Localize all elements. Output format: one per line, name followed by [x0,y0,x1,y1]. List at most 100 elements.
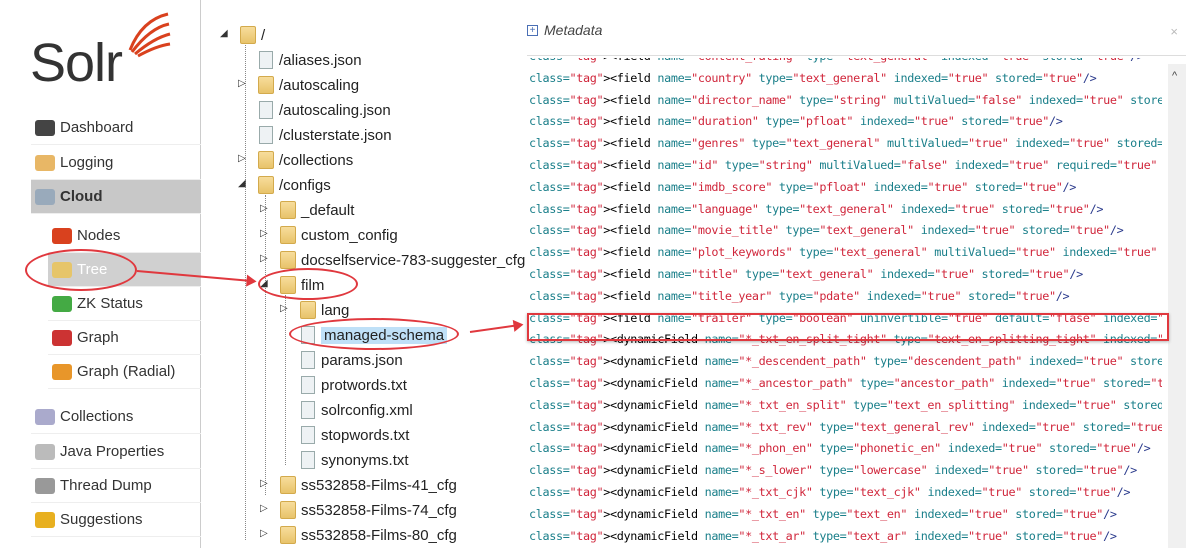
expand-toggle-icon[interactable]: ▷ [260,478,268,489]
tree-node[interactable]: params.json [300,349,403,371]
collapse-toggle-icon[interactable]: ◢ [238,178,246,189]
code-line: class="tag"><field name="title" type="te… [529,266,1083,281]
file-icon [301,351,315,369]
tree-node-label: synonyms.txt [321,451,409,469]
expand-toggle-icon[interactable]: ▷ [260,228,268,239]
file-icon [301,401,315,419]
scrollbar[interactable]: ^ [1168,64,1186,548]
sidebar-item-cloud[interactable]: Cloud [31,180,201,214]
sidebar-item-label: Nodes [77,227,121,244]
tree-node-label: solrconfig.xml [321,401,413,419]
sidebar-item-label: Collections [60,408,134,425]
sidebar-item-dashboard[interactable]: Dashboard [31,111,201,145]
tree-node-label: /configs [279,176,331,194]
file-icon [301,376,315,394]
expand-toggle-icon[interactable]: ▷ [260,203,268,214]
code-line: class="tag"><field name="duration" type=… [529,114,1063,129]
sidebar-item-graph[interactable]: Graph [48,321,201,355]
expand-toggle-icon[interactable]: ▷ [280,303,288,314]
tree-node-label: lang [321,301,350,319]
tree-node[interactable]: ss532858-Films-41_cfg [280,474,457,496]
sidebar-item-logging[interactable]: Logging [31,146,201,180]
tree-node[interactable]: protwords.txt [300,374,407,396]
expand-toggle-icon[interactable]: ▷ [238,153,246,164]
code-line: class="tag"><dynamicField name="*_txt_cj… [529,484,1131,499]
tree-node[interactable]: /configs [258,174,331,196]
divider [527,55,1186,56]
folder-icon [280,226,296,244]
file-icon [301,451,315,469]
code-line: class="tag"><field name="director_name" … [529,92,1162,107]
expand-toggle-icon[interactable]: ▷ [238,78,246,89]
file-icon [259,101,273,119]
collapse-toggle-icon[interactable]: ◢ [220,28,228,39]
sidebar-item-graph-radial[interactable]: Graph (Radial) [48,355,201,389]
tree-node[interactable]: ss532858-Films-80_cfg [280,524,457,546]
tree-node[interactable]: _default [280,199,354,221]
code-line: class="tag"><dynamicField name="*_descen… [529,354,1162,369]
expand-icon[interactable]: + [527,24,538,36]
nodes-icon [52,227,72,244]
folder-icon [280,476,296,494]
expand-toggle-icon[interactable]: ▷ [260,528,268,539]
tree-node[interactable]: /aliases.json [258,49,362,71]
annotation-highlight-box [527,313,1169,341]
solr-logo[interactable]: Solr [30,10,180,93]
code-line: class="tag"><field name="language" type=… [529,201,1104,216]
sidebar-item-nodes[interactable]: Nodes [48,219,201,253]
tree-node[interactable]: /autoscaling [258,74,359,96]
scroll-up-icon[interactable]: ^ [1172,70,1178,82]
tree-node[interactable]: lang [300,299,349,321]
close-icon[interactable]: × [1170,24,1178,39]
tree-node-label: ss532858-Films-41_cfg [301,476,457,494]
tree-node[interactable]: solrconfig.xml [300,399,413,421]
metadata-header[interactable]: + Metadata [527,22,602,38]
tree-node[interactable]: synonyms.txt [300,449,409,471]
code-line: class="tag"><dynamicField name="*_txt_en… [529,506,1117,521]
sidebar-item-java-properties[interactable]: Java Properties [31,435,201,469]
graph-radial-icon [52,363,72,380]
sidebar-item-label: Suggestions [60,511,143,528]
zk-status-icon [52,295,72,312]
sidebar-item-collections[interactable]: Collections [31,400,201,434]
tree-node[interactable]: /collections [258,149,353,171]
tree-node[interactable]: ss532858-Films-74_cfg [280,499,457,521]
code-line: class="tag"><dynamicField name="*_phon_e… [529,441,1151,456]
sidebar-item-thread-dump[interactable]: Thread Dump [31,469,201,503]
code-line: class="tag"><dynamicField name="*_txt_en… [529,397,1162,412]
annotation-ellipse-tree [25,249,137,291]
tree-node[interactable]: docselfservice-783-suggester_cfg [280,249,525,271]
tree-node-label: params.json [321,351,403,369]
code-line: class="tag"><dynamicField name="*_txt_en… [529,332,1162,347]
sidebar-item-label: Java Properties [60,443,165,460]
tree-node[interactable]: / [240,24,265,46]
expand-toggle-icon[interactable]: ▷ [260,253,268,264]
thread-dump-icon [35,477,55,494]
code-line: class="tag"><dynamicField name="*_txt_ar… [529,528,1117,543]
code-line: class="tag"><dynamicField name="*_ancest… [529,375,1162,390]
tree-node-label: stopwords.txt [321,426,410,444]
code-line: class="tag"><field name="country" type="… [529,70,1097,85]
tree-node[interactable]: /clusterstate.json [258,124,392,146]
sidebar-item-label: Graph (Radial) [77,363,176,380]
folder-icon [258,176,274,194]
sidebar-item-label: Thread Dump [60,477,152,494]
sidebar-item-label: Graph [77,329,119,346]
file-icon [259,51,273,69]
logo-text: Solr [30,33,123,93]
tree-node[interactable]: custom_config [280,224,398,246]
tree-connector [245,45,246,540]
sidebar-item-suggestions[interactable]: Suggestions [31,503,201,537]
tree-connector [265,195,266,495]
folder-icon [280,526,296,544]
folder-icon [280,251,296,269]
tree-node[interactable]: stopwords.txt [300,424,409,446]
tree-node-label: custom_config [301,226,398,244]
tree-node[interactable]: /autoscaling.json [258,99,391,121]
cloud-icon [35,188,55,205]
expand-toggle-icon[interactable]: ▷ [260,503,268,514]
sidebar-item-label: Cloud [60,188,103,205]
metadata-title: Metadata [544,22,603,38]
sidebar-item-zk-status[interactable]: ZK Status [48,287,201,321]
metadata-panel: + Metadata × class="tag"><field name="co… [521,0,1200,548]
